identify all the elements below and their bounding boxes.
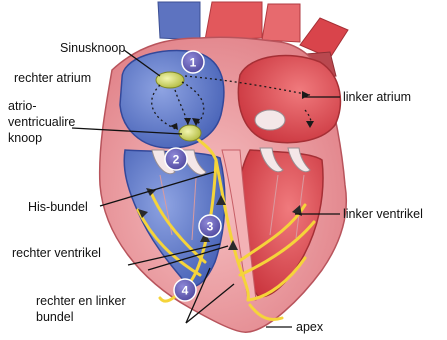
step-badge-3: 3 [199, 215, 221, 237]
label-linker-atrium: linker atrium [343, 90, 411, 104]
step-badge-1: 1 [182, 51, 204, 73]
label-bundel-line-1: rechter en linker [36, 294, 126, 308]
svg-text:4: 4 [182, 284, 189, 298]
label-bundel-line-2: bundel [36, 310, 74, 324]
label-his-bundel: His-bundel [28, 200, 88, 214]
label-rechter-atrium: rechter atrium [14, 71, 91, 85]
step-badge-4: 4 [174, 279, 196, 301]
left-atrium [238, 56, 340, 143]
label-linker-ventrikel: linker ventrikel [343, 207, 423, 221]
av-node [179, 125, 201, 141]
step-badge-2: 2 [165, 148, 187, 170]
svg-text:2: 2 [173, 153, 180, 167]
label-av-line-2: ventricualire [8, 115, 75, 129]
svg-text:3: 3 [207, 220, 214, 234]
label-av-line-1: atrio- [8, 99, 36, 113]
label-rechter-ventrikel: rechter ventrikel [12, 246, 101, 260]
label-apex: apex [296, 320, 324, 334]
svg-text:1: 1 [190, 56, 197, 70]
label-av-line-3: knoop [8, 131, 42, 145]
label-sinusknoop: Sinusknoop [60, 41, 125, 55]
